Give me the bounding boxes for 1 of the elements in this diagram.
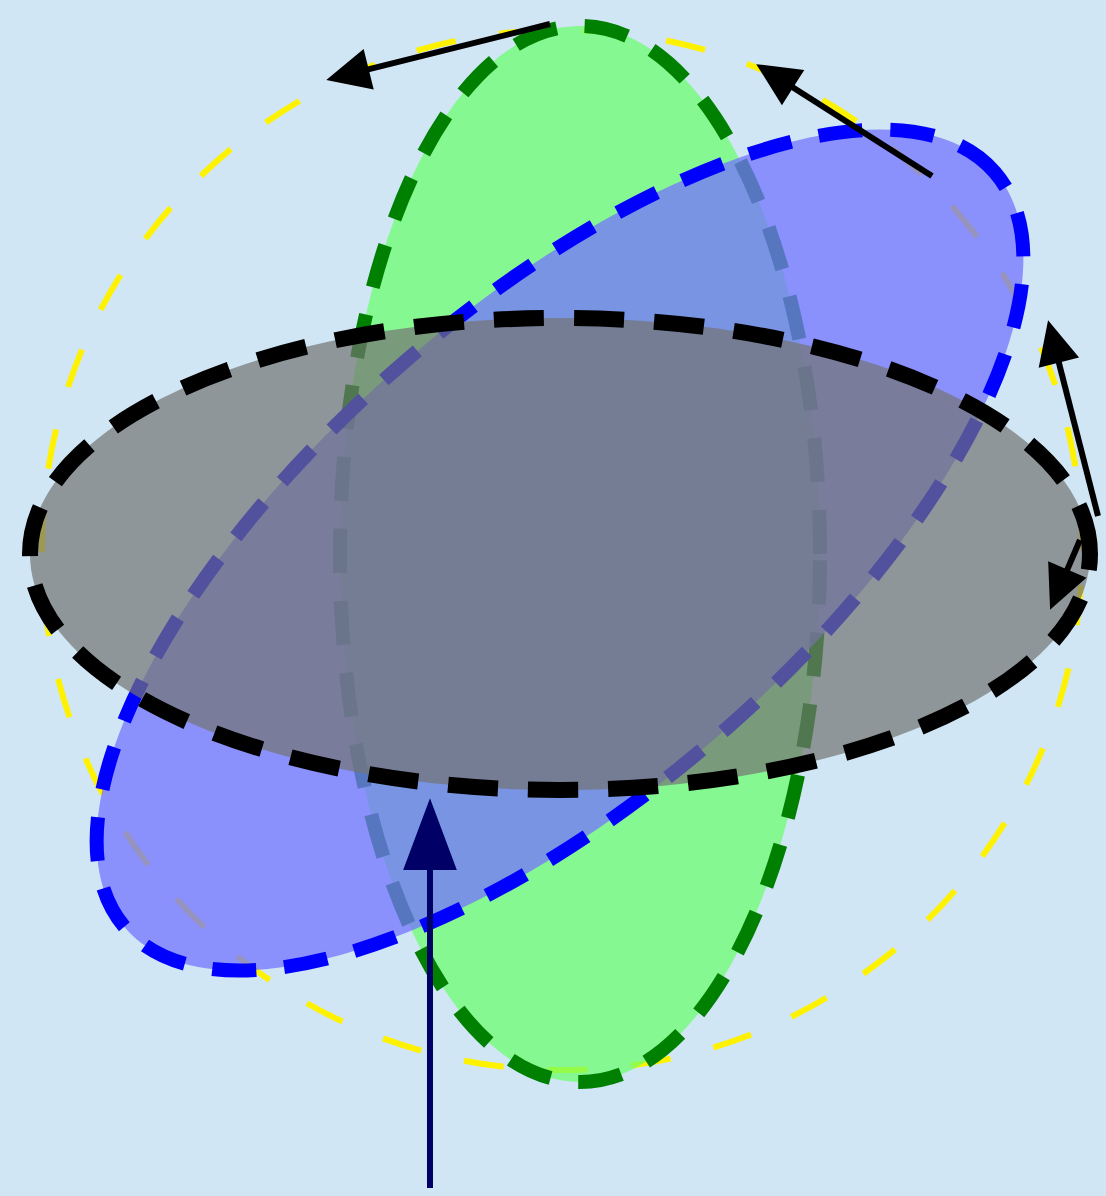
horizontal-ellipse [22,310,1098,798]
